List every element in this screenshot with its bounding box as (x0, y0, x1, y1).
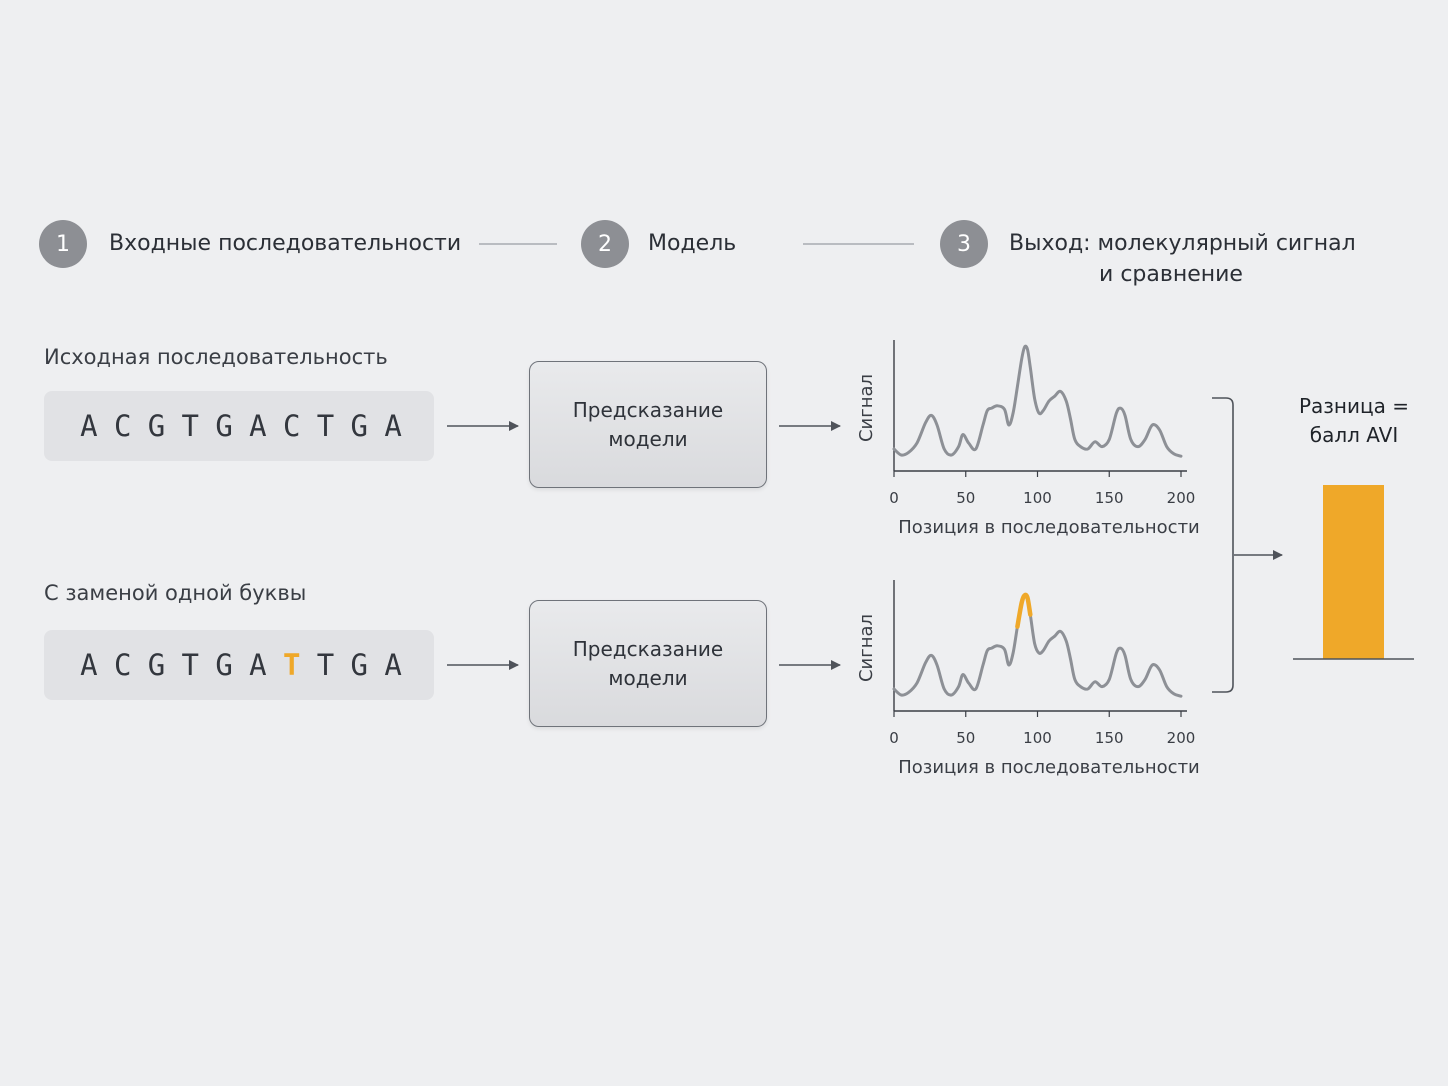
y-axis-label: Сигнал (856, 374, 877, 442)
step-2-number: 2 (598, 231, 612, 257)
sequence-base: T (316, 409, 335, 443)
x-tick-label: 50 (956, 729, 975, 747)
avi-score-line2: балл AVI (1309, 423, 1399, 447)
step-1-badge: 1 (39, 220, 87, 268)
model-prediction-line2: модели (608, 426, 688, 451)
step-2-label: Модель (648, 231, 737, 256)
avi-score-label: Разница = балл AVI (1288, 392, 1420, 450)
sequence-base: C (282, 409, 301, 443)
step-separator-2 (803, 243, 914, 245)
model-prediction-box-2: Предсказание модели (529, 600, 767, 727)
x-tick-label: 100 (1023, 729, 1052, 747)
sequence-base: A (80, 409, 98, 443)
sequence-base: A (384, 409, 402, 443)
sequence-base: A (249, 648, 267, 682)
step-3-label-line1: Выход: молекулярный сигнал (1009, 231, 1356, 256)
x-tick-label: 50 (956, 489, 975, 507)
model-prediction-line2: модели (608, 665, 688, 690)
step-separator-1 (479, 243, 557, 245)
x-axis-label: Позиция в последовательности (898, 757, 1200, 778)
model-prediction-box-1: Предсказание модели (529, 361, 767, 488)
step-3-badge: 3 (940, 220, 988, 268)
sequence-base: T (181, 409, 200, 443)
x-tick-label: 0 (889, 489, 899, 507)
sequence-base: A (80, 648, 98, 682)
mutated-base: T (282, 648, 301, 682)
sequence-base: G (350, 409, 368, 443)
sequence-base: C (113, 409, 132, 443)
sequence-base: G (147, 648, 166, 682)
model-prediction-line1: Предсказание (572, 397, 724, 422)
x-tick-label: 0 (889, 729, 899, 747)
sequence-base: A (249, 409, 267, 443)
model-prediction-text-1: Предсказание модели (558, 396, 738, 454)
sequence-base: G (350, 648, 368, 682)
avi-score-bar-chart (1293, 485, 1414, 660)
signal-line (892, 593, 1183, 698)
sequence-base: G (215, 648, 233, 682)
signal-line (892, 344, 1183, 458)
x-tick-label: 200 (1167, 729, 1196, 747)
step-1-number: 1 (56, 231, 70, 257)
x-tick-label: 200 (1167, 489, 1196, 507)
sequence-base: C (113, 648, 132, 682)
avi-score-bar (1323, 485, 1384, 659)
x-tick-label: 150 (1095, 489, 1124, 507)
sequence-base: T (181, 648, 200, 682)
x-axis-label: Позиция в последовательности (898, 517, 1200, 538)
original-sequence-label: Исходная последовательность (44, 345, 388, 369)
avi-score-line1: Разница = (1298, 394, 1409, 418)
y-axis-label: Сигнал (856, 614, 877, 682)
sequence-base: G (215, 409, 233, 443)
signal-difference-highlight (1015, 592, 1033, 629)
x-tick-label: 150 (1095, 729, 1124, 747)
x-tick-label: 100 (1023, 489, 1052, 507)
comparison-bracket (1212, 397, 1234, 693)
mutated-sequence-label: С заменой одной буквы (44, 581, 307, 605)
sequence-base: A (384, 648, 402, 682)
step-1-label: Входные последовательности (109, 231, 462, 256)
step-3-label-line2: и сравнение (1099, 262, 1243, 287)
step-3-label: Выход: молекулярный сигнал и сравнение (1009, 228, 1369, 290)
model-prediction-line1: Предсказание (572, 636, 724, 661)
sequence-base: T (316, 648, 335, 682)
sequence-base: G (147, 409, 166, 443)
step-2-badge: 2 (581, 220, 629, 268)
step-3-number: 3 (957, 231, 971, 257)
model-prediction-text-2: Предсказание модели (558, 635, 738, 693)
